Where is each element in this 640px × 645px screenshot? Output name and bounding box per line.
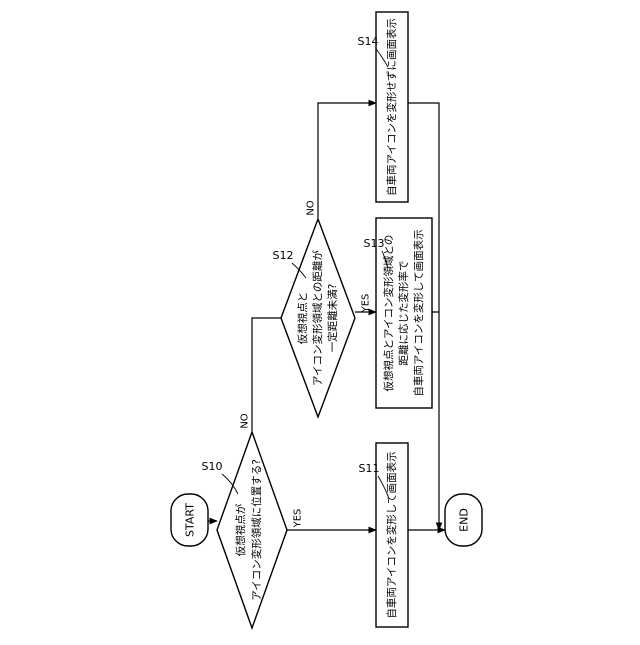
end-label: END [458,508,471,532]
s10-decision: 仮想視点が アイコン変形領域に位置する? [217,432,287,628]
s10-no-label: NO [240,413,251,428]
s14-text: 自車両アイコンを変形せずに画面表示 [385,18,398,196]
s12-text-line-2: アイコン変形領域との距離が [311,250,324,386]
s12-yes-label: YES [361,294,372,314]
s10-text-line-2: アイコン変形領域に位置する? [250,459,263,601]
s11-text: 自車両アイコンを変形して画面表示 [385,451,398,618]
flow-s12-no-to-s14 [318,103,376,218]
s13-text-line-2: 距離に応じた変形率で [397,261,410,366]
s13-step-id: S13 [364,237,385,250]
start-label: START [184,503,197,537]
end-terminal: END [445,494,482,546]
s14-step-id: S14 [358,35,379,48]
s10-text-line-1: 仮想視点が [234,503,247,556]
s13-text-line-1: 仮想視点とアイコン変形領域との [382,235,395,392]
s10-yes-label: YES [293,509,304,529]
s12-text-line-1: 仮想視点と [296,292,309,345]
start-terminal: START [171,494,208,546]
s12-step-id: S12 [273,249,294,262]
s14-process: 自車両アイコンを変形せずに画面表示 [376,12,408,202]
s10-step-id: S10 [202,460,223,473]
s12-no-label: NO [306,200,317,215]
s13-text-line-3: 自車両アイコンを変形して画面表示 [412,229,425,396]
s11-step-id: S11 [359,462,380,475]
s11-process: 自車両アイコンを変形して画面表示 [376,443,408,627]
flow-s10-no-to-s12 [252,318,292,431]
s12-text-line-3: 一定距離未満? [326,284,339,353]
